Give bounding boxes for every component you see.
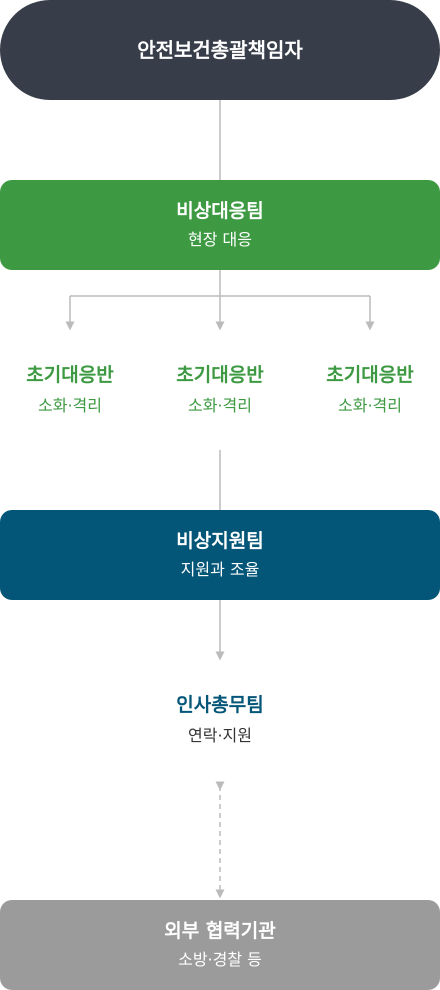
node-title: 외부 협력기관 <box>164 920 276 942</box>
node-subtitle: 연락·지원 <box>188 726 252 745</box>
node-hr-general-affairs: 인사총무팀 연락·지원 <box>0 692 440 748</box>
node-title: 초기대응반 <box>326 364 414 386</box>
node-emergency-support-team: 비상지원팀 지원과 조율 <box>0 510 440 600</box>
node-safety-director: 안전보건총괄책임자 <box>0 0 440 100</box>
node-title: 초기대응반 <box>176 364 264 386</box>
node-title: 비상대응팀 <box>176 200 264 222</box>
node-subtitle: 소화·격리 <box>188 396 252 415</box>
node-subtitle: 현장 대응 <box>188 230 252 249</box>
node-initial-response-unit: 초기대응반 소화·격리 <box>150 362 290 418</box>
node-title: 비상지원팀 <box>176 530 264 552</box>
node-external-partners: 외부 협력기관 소방·경찰 등 <box>0 900 440 990</box>
node-initial-response-unit: 초기대응반 소화·격리 <box>0 362 140 418</box>
node-initial-response-unit: 초기대응반 소화·격리 <box>300 362 440 418</box>
node-emergency-team: 비상대응팀 현장 대응 <box>0 180 440 270</box>
node-subtitle: 소방·경찰 등 <box>178 950 262 969</box>
node-title: 초기대응반 <box>26 364 114 386</box>
node-title: 안전보건총괄책임자 <box>137 38 303 62</box>
node-subtitle: 소화·격리 <box>338 396 402 415</box>
node-title: 인사총무팀 <box>176 694 264 716</box>
node-subtitle: 지원과 조율 <box>180 560 260 579</box>
node-subtitle: 소화·격리 <box>38 396 102 415</box>
